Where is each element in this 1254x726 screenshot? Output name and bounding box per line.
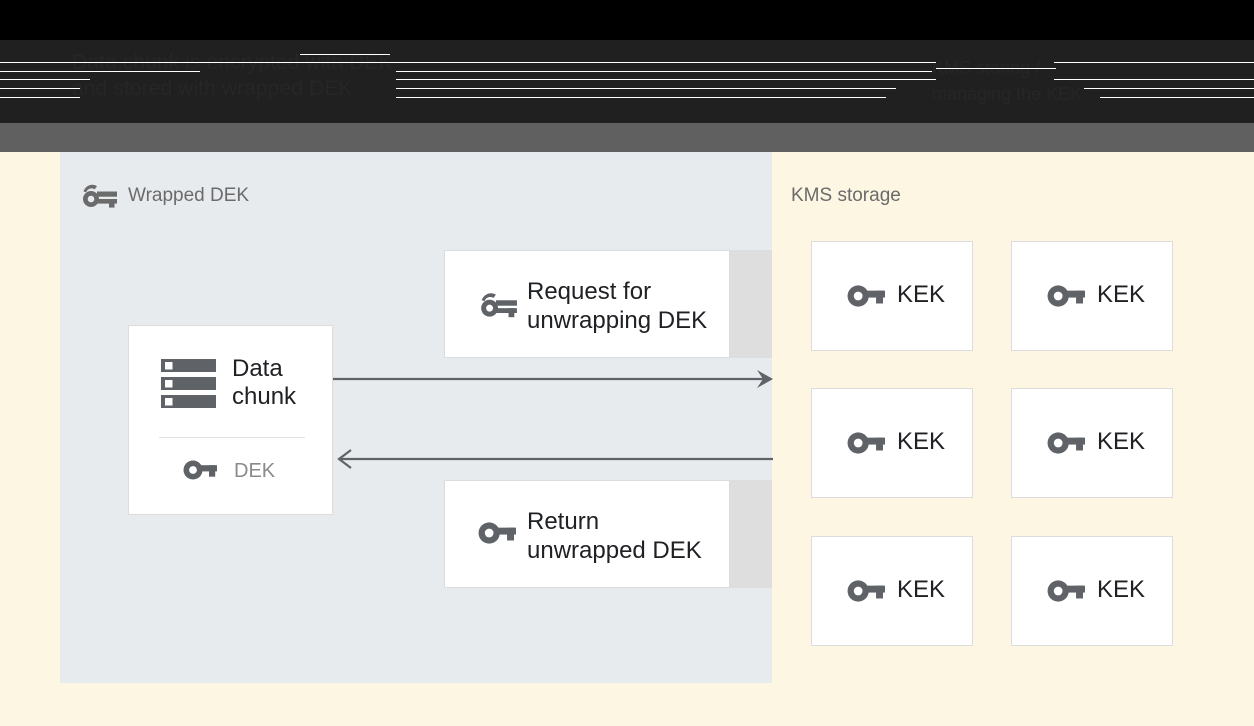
header-scanline bbox=[1054, 62, 1254, 63]
header-scanline bbox=[0, 71, 200, 72]
dek-label: DEK bbox=[234, 460, 276, 482]
key-icon bbox=[1047, 578, 1085, 604]
header-scanline bbox=[936, 68, 1056, 69]
request-arrow bbox=[333, 368, 773, 390]
header-scanline bbox=[0, 62, 400, 63]
kms-storage-label: KMS storage bbox=[791, 185, 901, 206]
kek-box[interactable]: KEK bbox=[811, 536, 973, 646]
header-scanline bbox=[1084, 88, 1254, 89]
return-unwrapped-label: Return unwrapped DEK bbox=[527, 508, 702, 564]
kek-label: KEK bbox=[1097, 281, 1146, 308]
kek-box[interactable]: KEK bbox=[1011, 536, 1173, 646]
kek-box[interactable]: KEK bbox=[811, 388, 973, 498]
header-scanline bbox=[396, 79, 936, 80]
header-scanline bbox=[1100, 97, 1254, 98]
return-arrow bbox=[333, 448, 773, 470]
header-gray-band bbox=[0, 123, 1254, 152]
wrapped-dek-group-label-text: Wrapped DEK bbox=[128, 185, 250, 206]
kek-box[interactable]: KEK bbox=[1011, 388, 1173, 498]
key-icon bbox=[183, 459, 217, 481]
key-icon bbox=[847, 283, 885, 309]
kek-label: KEK bbox=[897, 428, 946, 455]
data-chunk-card[interactable]: Data chunk DEK bbox=[128, 325, 333, 515]
request-unwrap-card[interactable]: Request for unwrapping DEK bbox=[444, 250, 730, 358]
kek-label: KEK bbox=[1097, 576, 1146, 603]
header-scanline bbox=[0, 88, 80, 89]
kek-box[interactable]: KEK bbox=[811, 241, 973, 351]
kek-label: KEK bbox=[1097, 428, 1146, 455]
request-unwrap-label: Request for unwrapping DEK bbox=[527, 278, 708, 334]
key-icon bbox=[478, 520, 516, 546]
wrapped-key-icon bbox=[80, 183, 118, 209]
return-unwrapped-card[interactable]: Return unwrapped DEK bbox=[444, 480, 730, 588]
header-scanline bbox=[0, 97, 80, 98]
kek-label: KEK bbox=[897, 281, 946, 308]
slide-header: Data chunk is encrypted with DEK and sto… bbox=[0, 0, 1254, 123]
key-icon bbox=[1047, 430, 1085, 456]
return-card-shadow bbox=[730, 480, 772, 588]
key-icon bbox=[847, 430, 885, 456]
header-title: Data chunk is encrypted with DEK and sto… bbox=[72, 51, 393, 100]
header-scanline bbox=[396, 97, 886, 98]
request-card-shadow bbox=[730, 250, 772, 358]
key-icon bbox=[1047, 283, 1085, 309]
header-scanline bbox=[396, 71, 932, 72]
key-icon bbox=[847, 578, 885, 604]
header-dark-band bbox=[0, 40, 1254, 123]
database-icon bbox=[161, 359, 216, 409]
data-chunk-label: Data chunk bbox=[232, 355, 297, 410]
header-scanline bbox=[0, 79, 90, 80]
header-scanline bbox=[300, 54, 390, 55]
header-scanline bbox=[1054, 79, 1254, 80]
header-scanline bbox=[396, 88, 896, 89]
kek-box[interactable]: KEK bbox=[1011, 241, 1173, 351]
kek-label: KEK bbox=[897, 576, 946, 603]
wrapped-key-icon bbox=[478, 290, 518, 320]
card-divider bbox=[159, 437, 305, 438]
header-scanline bbox=[396, 62, 936, 63]
